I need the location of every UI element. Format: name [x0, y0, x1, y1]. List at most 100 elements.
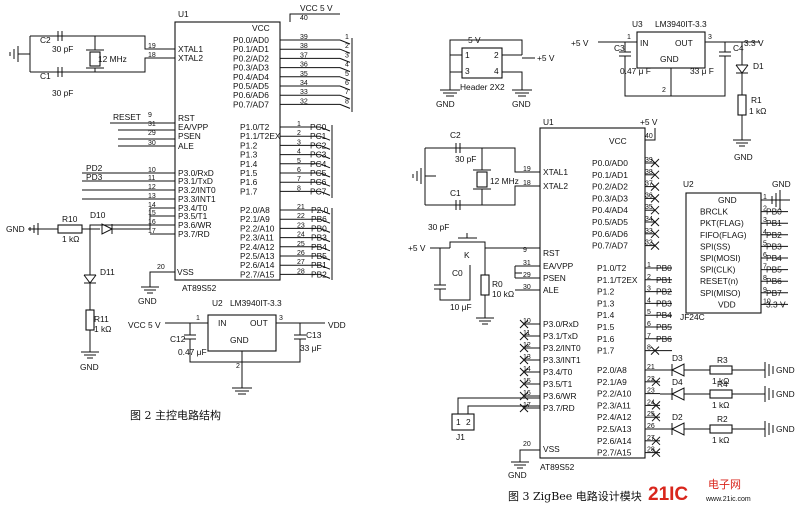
j1-ref: J1: [456, 432, 465, 442]
right-u1-pin-name: XTAL2: [543, 181, 568, 191]
u3-vin: +5 V: [571, 38, 589, 48]
right-p1-pin-num: 8: [647, 345, 651, 352]
left-crystal-label: 12 MHz: [98, 54, 127, 64]
right-caption: 图 3 ZigBee 电路设计模块: [508, 490, 642, 503]
right-p0-pin-num: 38: [645, 169, 653, 176]
left-p0-pin-name: P0.3/AD3: [233, 63, 269, 73]
u3-gnd: GND: [660, 54, 679, 64]
jf24c-gnd: GND: [772, 179, 791, 189]
left-p1-net: PC3: [310, 150, 327, 160]
left-p0-pin-num: 35: [300, 71, 308, 78]
jf24c-pin-name: FIFO(FLAG): [700, 230, 747, 240]
jf24c-pin-name: SPI(CLK): [700, 265, 736, 275]
left-p0-bus-num: 5: [345, 71, 349, 78]
u3-part: LM3940IT-3.3: [655, 19, 707, 29]
right-vss-ground: [511, 449, 540, 469]
left-r10-ground: [28, 223, 42, 235]
left-u2-pin3: 3: [279, 315, 283, 322]
left-p0-pin-num: 39: [300, 34, 308, 41]
right-u1-pin-num: 19: [523, 166, 531, 173]
left-u2-gnd: GND: [230, 335, 249, 345]
left-c13: C13: [306, 330, 322, 340]
jf24c-pin-name: SPI(MISO): [700, 288, 741, 298]
right-figure: 1 2 3 4 5 V +5 V GND GND Header 2X2 U3 L…: [408, 19, 795, 503]
left-p0-bus-num: 8: [345, 98, 349, 105]
right-xtal-ground: [412, 148, 436, 205]
jf24c-pin-num: 6: [763, 252, 767, 259]
right-p1-net: PB1: [656, 275, 672, 285]
left-p0-bus-num: 4: [345, 62, 349, 69]
right-r0-ref: R0: [492, 279, 503, 289]
right-u1-pin-num: 18: [523, 180, 531, 187]
right-p3-nc: [519, 403, 529, 413]
left-vcc-supply: VCC 5 V: [300, 3, 333, 13]
right-u1-pin-name: RST: [543, 248, 560, 258]
left-p0-bus-entry: [339, 76, 351, 82]
left-p1-net: PC1: [310, 131, 327, 141]
left-u1-pin-num: 31: [148, 121, 156, 128]
led-gnd-label: GND: [776, 365, 795, 375]
right-p0-nc: [650, 170, 660, 180]
u3-gnd-label: GND: [734, 152, 753, 162]
left-xtal-caps: [57, 31, 63, 77]
led-ground: [764, 386, 774, 402]
left-p0-bus-entry: [339, 85, 351, 91]
led-diode: [670, 422, 685, 436]
led-ref: D2: [672, 412, 683, 422]
left-p0-pin-name: P0.6/AD6: [233, 90, 269, 100]
left-p3-bus-wires: [82, 172, 175, 200]
left-p1-bus-entry: [319, 144, 331, 150]
right-p2-nc: [651, 448, 661, 457]
right-p1-net: PB2: [656, 287, 672, 297]
right-u1-pin-name: EA/VPP: [543, 261, 574, 271]
jf24c-pin-name: SPI(MOSI): [700, 253, 741, 263]
left-p2-bus-entry: [319, 209, 331, 215]
right-c1-val: 30 pF: [428, 222, 449, 232]
left-u1-pin-name: PSEN: [178, 131, 201, 141]
left-p2-pin-num: 26: [297, 250, 305, 257]
left-d11: D11: [100, 267, 115, 277]
left-u1-pin-name: RST: [178, 113, 195, 123]
u3-d1: D1: [753, 61, 764, 71]
u3-in: IN: [640, 38, 648, 48]
right-u1-pin-name: P3.5/T1: [543, 379, 573, 389]
right-p2-nc: [651, 401, 661, 410]
j1-body: [451, 413, 475, 431]
left-u1-pin-name: P3.6/WR: [178, 220, 212, 230]
right-u1-pin-name: PSEN: [543, 273, 566, 283]
left-c2: C2: [40, 35, 51, 45]
jf24c-pin-net: PB6: [766, 276, 782, 286]
left-u1-pin-num: 13: [148, 193, 156, 200]
left-p1-net: PC4: [310, 159, 327, 169]
left-p2-pin-name: P2.2/A10: [240, 223, 275, 233]
left-u2-part: LM3940IT-3.3: [230, 298, 282, 308]
right-p2-pin-num: 21: [647, 364, 655, 371]
u3-c3-val: 0.47 μ F: [620, 66, 651, 76]
jf24c-pin-net: PB2: [766, 230, 782, 240]
jf24c-part: JF24C: [680, 312, 705, 322]
jf24c-pin-name: SPI(SS): [700, 241, 730, 251]
header-pin4: 4: [494, 66, 499, 76]
left-u1-pin-name: XTAL1: [178, 44, 203, 54]
right-p1-net: PB4: [656, 310, 672, 320]
jf24c-pin-num: 4: [763, 229, 767, 236]
left-r11-body: [85, 309, 95, 331]
left-p1-pin-name: P1.1/T2EX: [240, 131, 281, 141]
left-u1-pin-name: XTAL2: [178, 53, 203, 63]
u3-r1-body: [737, 94, 747, 116]
left-u2-vin: VCC 5 V: [128, 320, 161, 330]
right-p1-pin-num: 4: [647, 297, 651, 304]
left-c1: C1: [40, 71, 51, 81]
right-p0-pin-name: P0.4/AD4: [592, 205, 628, 215]
left-d11-diode: [83, 274, 97, 284]
left-d11-wire: [89, 224, 150, 275]
right-c0: [434, 248, 471, 301]
right-xtal-caps: [455, 143, 461, 210]
led-res-ref: R4: [717, 379, 728, 389]
left-u2-vout: VDD: [328, 320, 346, 330]
left-p2-bus-entry: [319, 264, 331, 270]
left-p2-bus-entry: [319, 246, 331, 252]
